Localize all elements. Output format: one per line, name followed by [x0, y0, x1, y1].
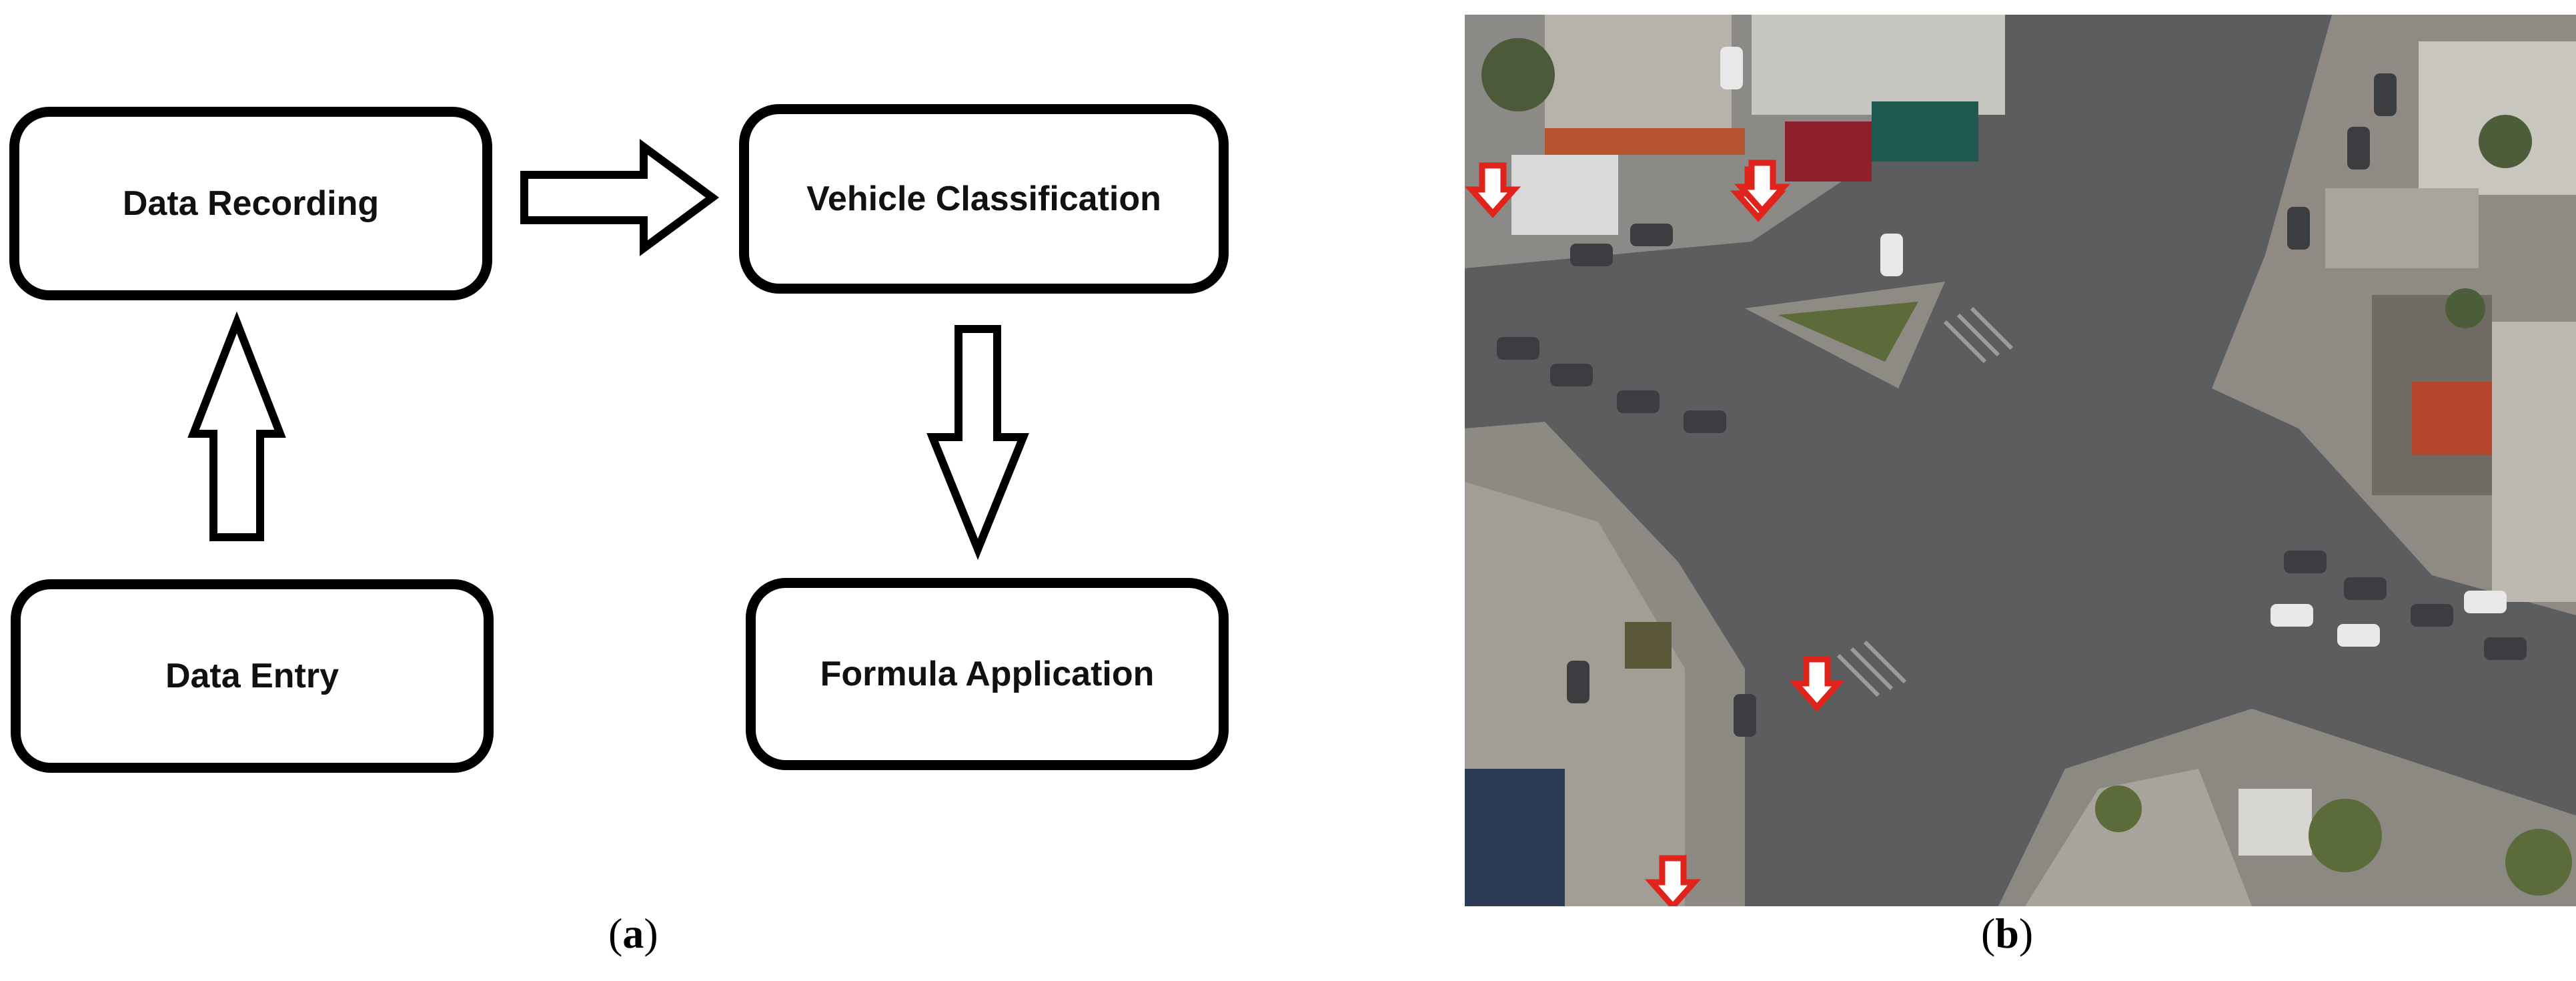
caption-b-close: ): [2018, 910, 2034, 957]
data-entry-label: Data Entry: [165, 657, 340, 695]
aerial-intersection-photo: [1465, 15, 2576, 906]
flow-diagram: Data Recording Vehicle Classification Da…: [9, 104, 1229, 773]
arrow-right-icon: [520, 139, 720, 256]
arrow-down-icon: [926, 325, 1029, 560]
data-recording-box: Data Recording: [9, 107, 492, 300]
caption-a: (a): [608, 909, 658, 958]
vehicle-classification-box: Vehicle Classification: [739, 104, 1229, 294]
caption-a-close: ): [644, 910, 658, 957]
formula-application-box: Formula Application: [746, 578, 1229, 770]
data-entry-box: Data Entry: [11, 579, 494, 773]
caption-b-open: (: [1981, 910, 1996, 957]
caption-b-letter: b: [1995, 910, 2019, 957]
arrow-up-icon: [187, 311, 286, 541]
formula-application-label: Formula Application: [820, 655, 1155, 693]
data-recording-label: Data Recording: [122, 184, 380, 223]
caption-a-letter: a: [622, 910, 644, 957]
caption-a-open: (: [608, 910, 623, 957]
vehicle-classification-label: Vehicle Classification: [806, 180, 1161, 218]
caption-b: (b): [1981, 909, 2033, 958]
